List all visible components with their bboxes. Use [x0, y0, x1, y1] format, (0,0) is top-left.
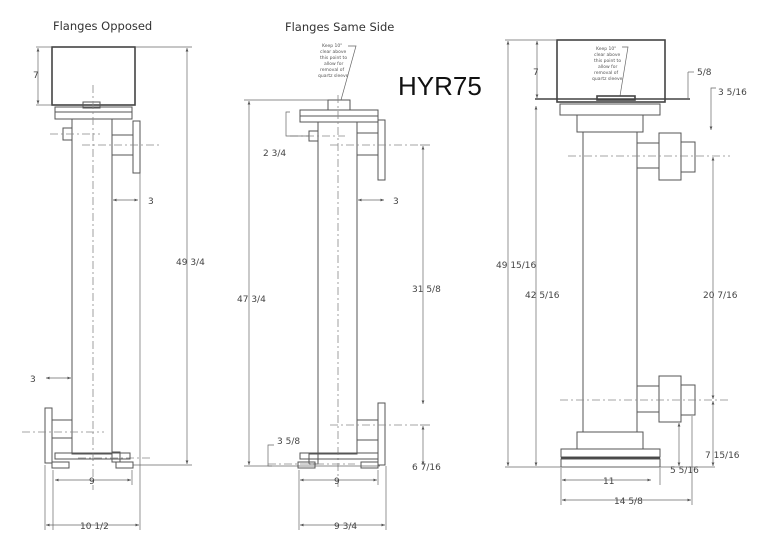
view-title: Flanges Opposed	[53, 19, 152, 33]
reactor-tube	[582, 131, 638, 433]
svg-text:this point to: this point to	[594, 58, 621, 64]
svg-text:11: 11	[603, 477, 614, 487]
svg-text:9: 9	[89, 477, 95, 487]
svg-text:Keep 10": Keep 10"	[596, 46, 616, 52]
svg-text:clear above: clear above	[320, 49, 347, 55]
svg-text:5 5/16: 5 5/16	[670, 466, 699, 476]
svg-text:49 15/16: 49 15/16	[496, 261, 537, 271]
svg-text:this point to: this point to	[320, 55, 347, 61]
svg-text:42 5/16: 42 5/16	[525, 291, 560, 301]
svg-text:31 5/8: 31 5/8	[412, 285, 441, 295]
svg-text:allow for: allow for	[598, 64, 617, 70]
lamp-housing	[556, 39, 666, 103]
svg-text:7: 7	[533, 68, 539, 78]
svg-text:removal of: removal of	[594, 70, 619, 76]
svg-text:6 7/16: 6 7/16	[412, 463, 441, 473]
view-front: Keep 10" clear above this point to allow…	[496, 39, 747, 507]
lamp-housing	[51, 46, 136, 106]
svg-text:3: 3	[30, 375, 36, 385]
view-title: Flanges Same Side	[285, 20, 394, 34]
svg-text:3: 3	[393, 197, 399, 207]
svg-text:3: 3	[148, 197, 154, 207]
svg-text:14 5/8: 14 5/8	[614, 497, 643, 507]
reactor-tube	[71, 118, 113, 455]
reactor-tube	[317, 121, 358, 455]
svg-text:removal of: removal of	[320, 67, 345, 73]
svg-text:49 3/4: 49 3/4	[176, 258, 205, 268]
svg-text:allow for: allow for	[324, 61, 343, 67]
svg-text:quartz sleeve: quartz sleeve	[592, 76, 623, 82]
svg-text:3 5/16: 3 5/16	[718, 88, 747, 98]
svg-text:9 3/4: 9 3/4	[334, 522, 357, 532]
svg-text:10 1/2: 10 1/2	[80, 522, 109, 532]
clearance-note: Keep 10" clear above this point to allow…	[592, 46, 623, 82]
svg-text:quartz sleeve: quartz sleeve	[318, 73, 349, 79]
svg-text:9: 9	[334, 477, 340, 487]
view-flanges-same-side: Flanges Same Side Keep 10" clear above t…	[237, 20, 441, 532]
svg-text:7: 7	[33, 71, 39, 81]
svg-text:7 15/16: 7 15/16	[705, 451, 740, 461]
svg-text:Keep 10": Keep 10"	[322, 43, 342, 49]
model-label: HYR75	[398, 71, 482, 101]
svg-text:clear above: clear above	[594, 52, 621, 58]
view-flanges-opposed: Flanges Opposed 49 3/4 7 3 3 9 10 1/2	[22, 19, 205, 532]
svg-text:3 5/8: 3 5/8	[277, 437, 300, 447]
svg-text:47 3/4: 47 3/4	[237, 295, 266, 305]
clearance-note: Keep 10" clear above this point to allow…	[318, 43, 349, 79]
svg-text:5/8: 5/8	[697, 68, 712, 78]
svg-text:20 7/16: 20 7/16	[703, 291, 738, 301]
svg-text:2 3/4: 2 3/4	[263, 149, 286, 159]
